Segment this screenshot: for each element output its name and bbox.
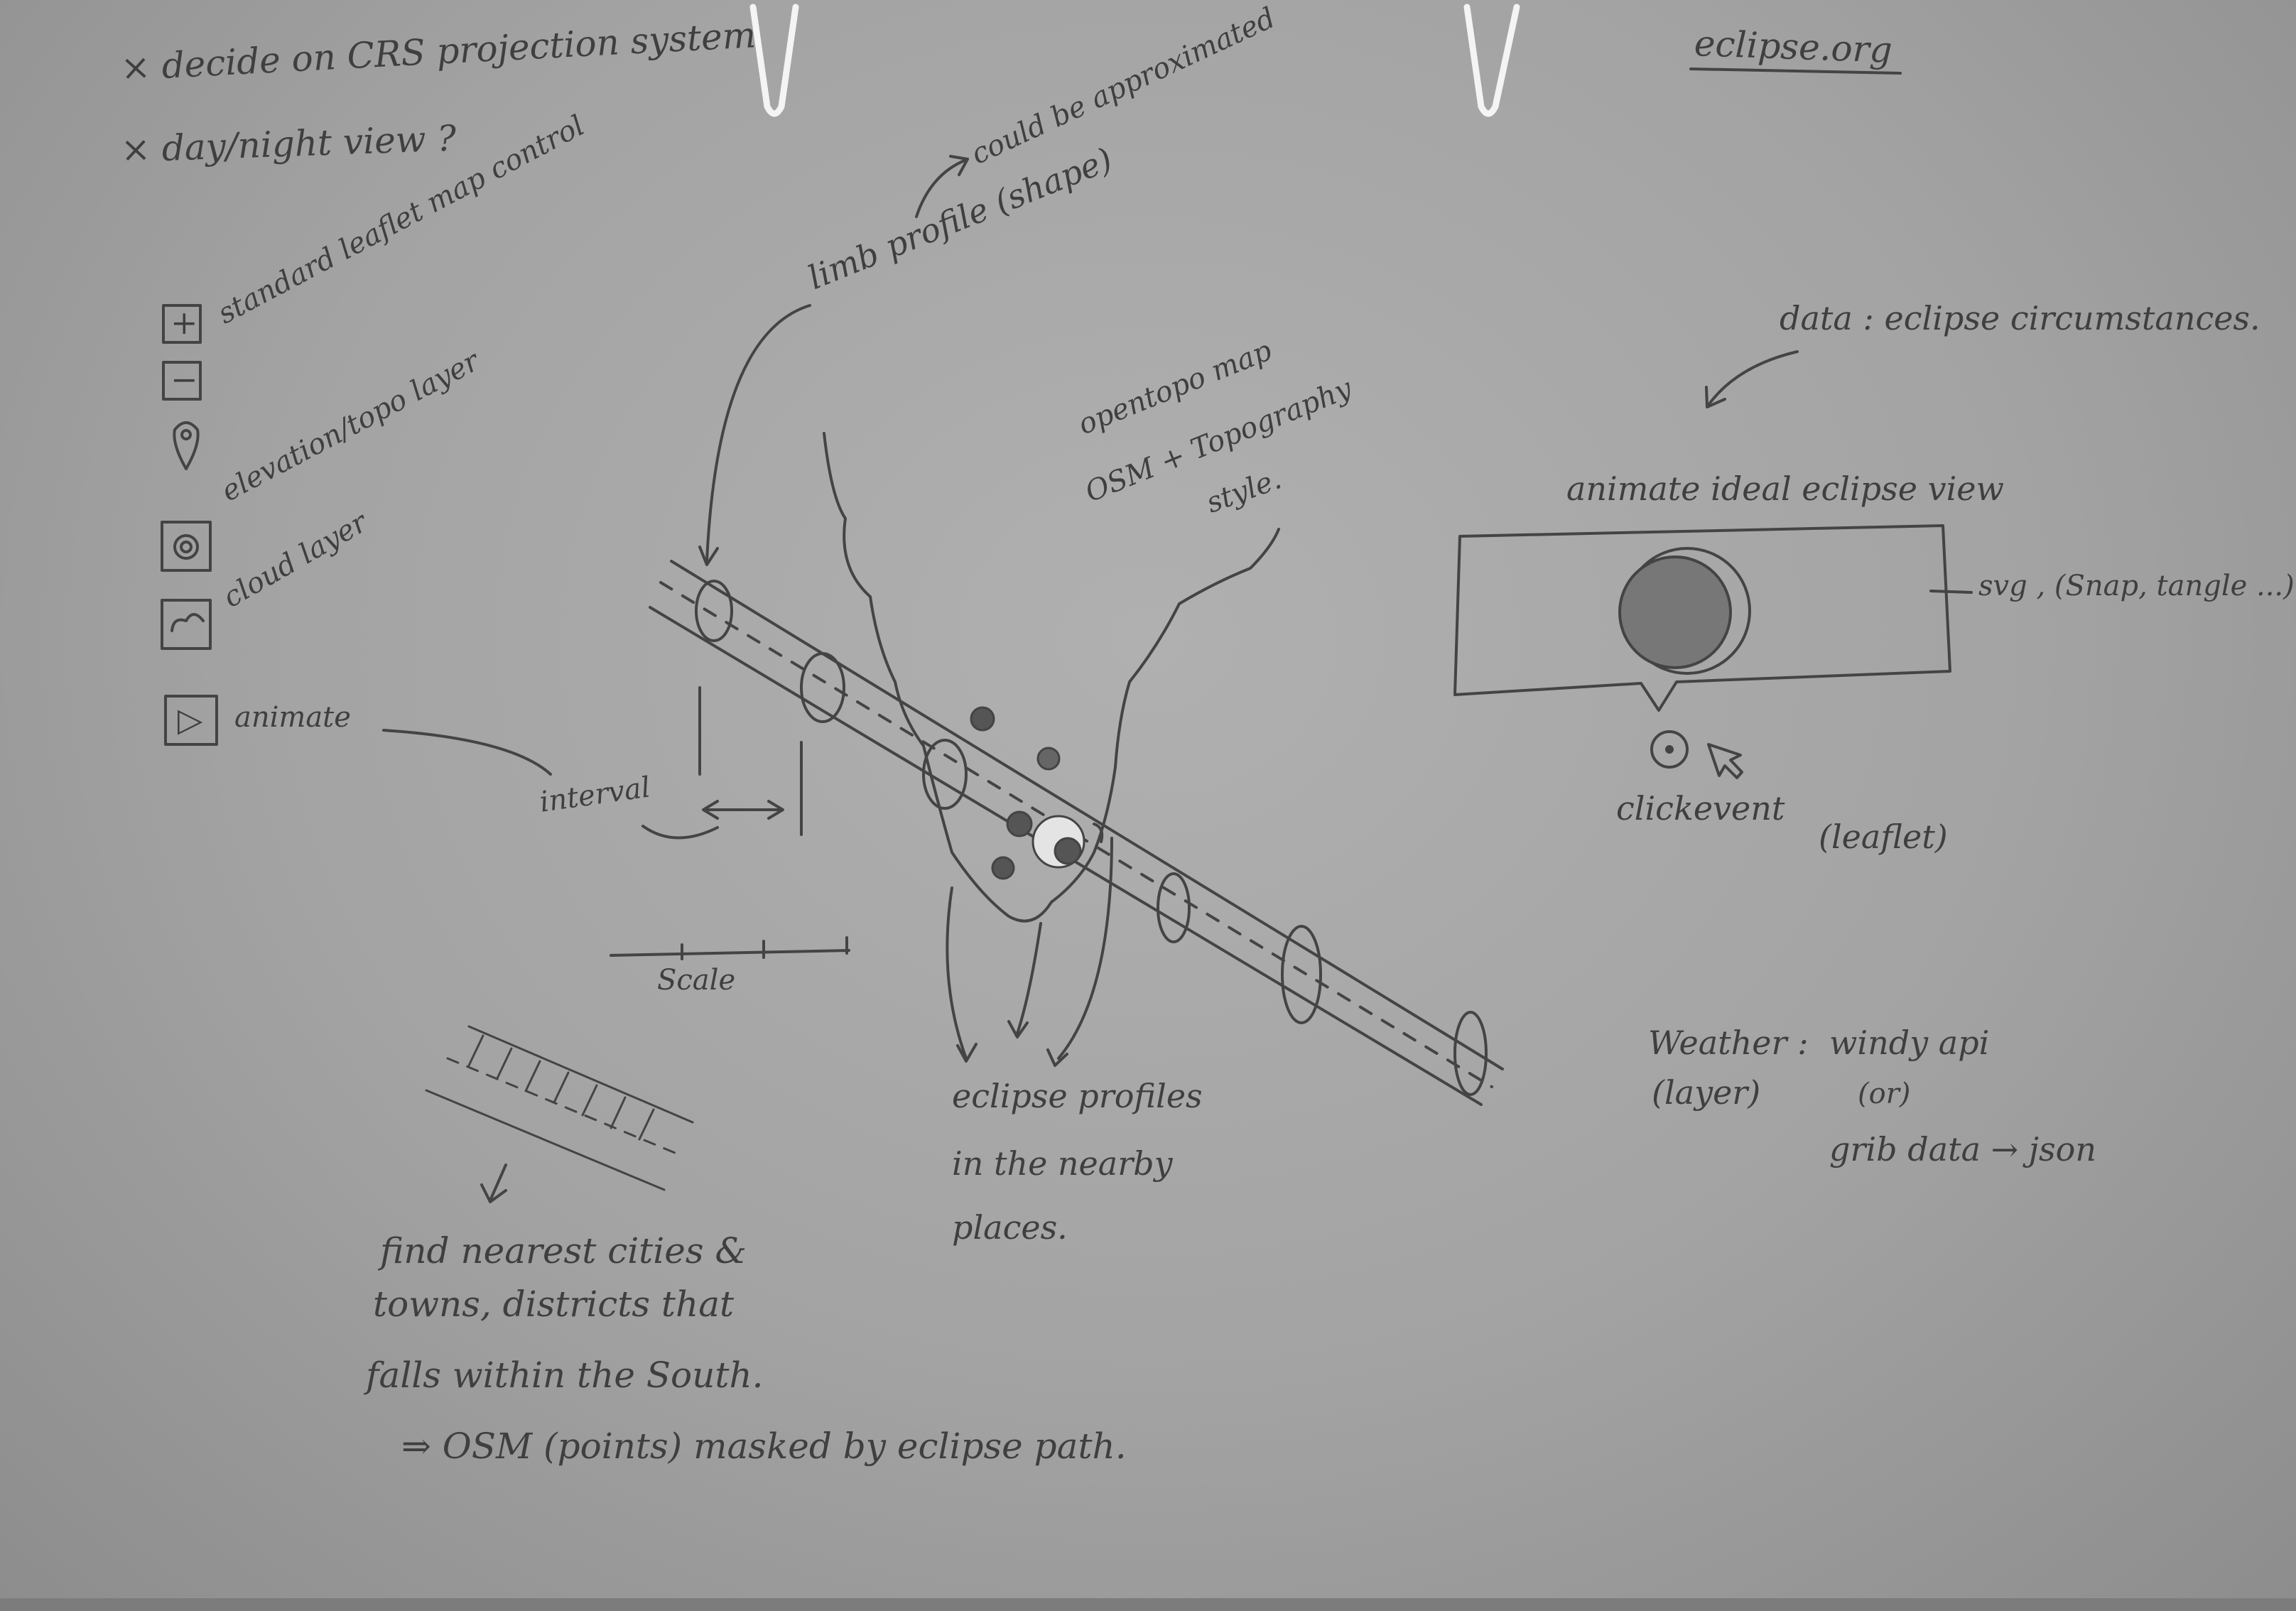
scale-bar — [611, 938, 849, 959]
leaflet-label: (leaflet) — [1819, 817, 1948, 858]
profiles-note-1: eclipse profiles — [952, 1076, 1203, 1117]
cities-note-1: find nearest cities & — [380, 1229, 747, 1274]
eclipse-disc-icon — [1620, 548, 1750, 673]
scale-label: Scale — [657, 962, 735, 998]
binder-clip-right-icon — [1467, 7, 1517, 114]
animate-label: animate — [234, 700, 351, 735]
weather-option-grib: grib data → json — [1829, 1129, 2096, 1171]
svg-library-label: svg , (Snap, tangle ...) — [1978, 568, 2295, 604]
animate-button[interactable]: ▷ — [178, 700, 202, 741]
click-target-icon — [1652, 732, 1687, 767]
profiles-note-3: places. — [952, 1208, 1068, 1249]
binder-clip-left-icon — [753, 7, 796, 114]
zoom-in-glyph[interactable]: + — [170, 303, 198, 344]
weather-layer-label: (layer) — [1652, 1073, 1760, 1114]
zoom-out-glyph[interactable]: − — [170, 359, 198, 401]
cursor-arrow-icon — [1709, 744, 1742, 778]
weather-option-windy: windy api — [1829, 1023, 1989, 1064]
data-source-note: data : eclipse circumstances. — [1780, 298, 2260, 340]
profiles-note-2: in the nearby — [952, 1144, 1173, 1185]
weather-or-label: (or) — [1858, 1076, 1910, 1112]
elevation-layer-icon — [162, 522, 210, 570]
eclipse-profile-markers — [971, 707, 1084, 879]
path-mask-sketch — [426, 1026, 693, 1190]
animate-leader-line — [384, 730, 551, 774]
weather-label: Weather : — [1648, 1023, 1809, 1064]
cities-note-3: falls within the South. — [366, 1353, 764, 1398]
cities-note-4: ⇒ OSM (points) masked by eclipse path. — [401, 1424, 1127, 1469]
eclipse-path-band — [671, 561, 1502, 1069]
location-pin-icon — [174, 423, 197, 469]
cities-note-2: towns, districts that — [373, 1282, 734, 1327]
popup-title: animate ideal eclipse view — [1566, 469, 2004, 510]
cloud-layer-icon — [162, 600, 210, 649]
click-event-label: clickevent — [1616, 788, 1785, 830]
source-link[interactable]: eclipse.org — [1694, 21, 1893, 72]
